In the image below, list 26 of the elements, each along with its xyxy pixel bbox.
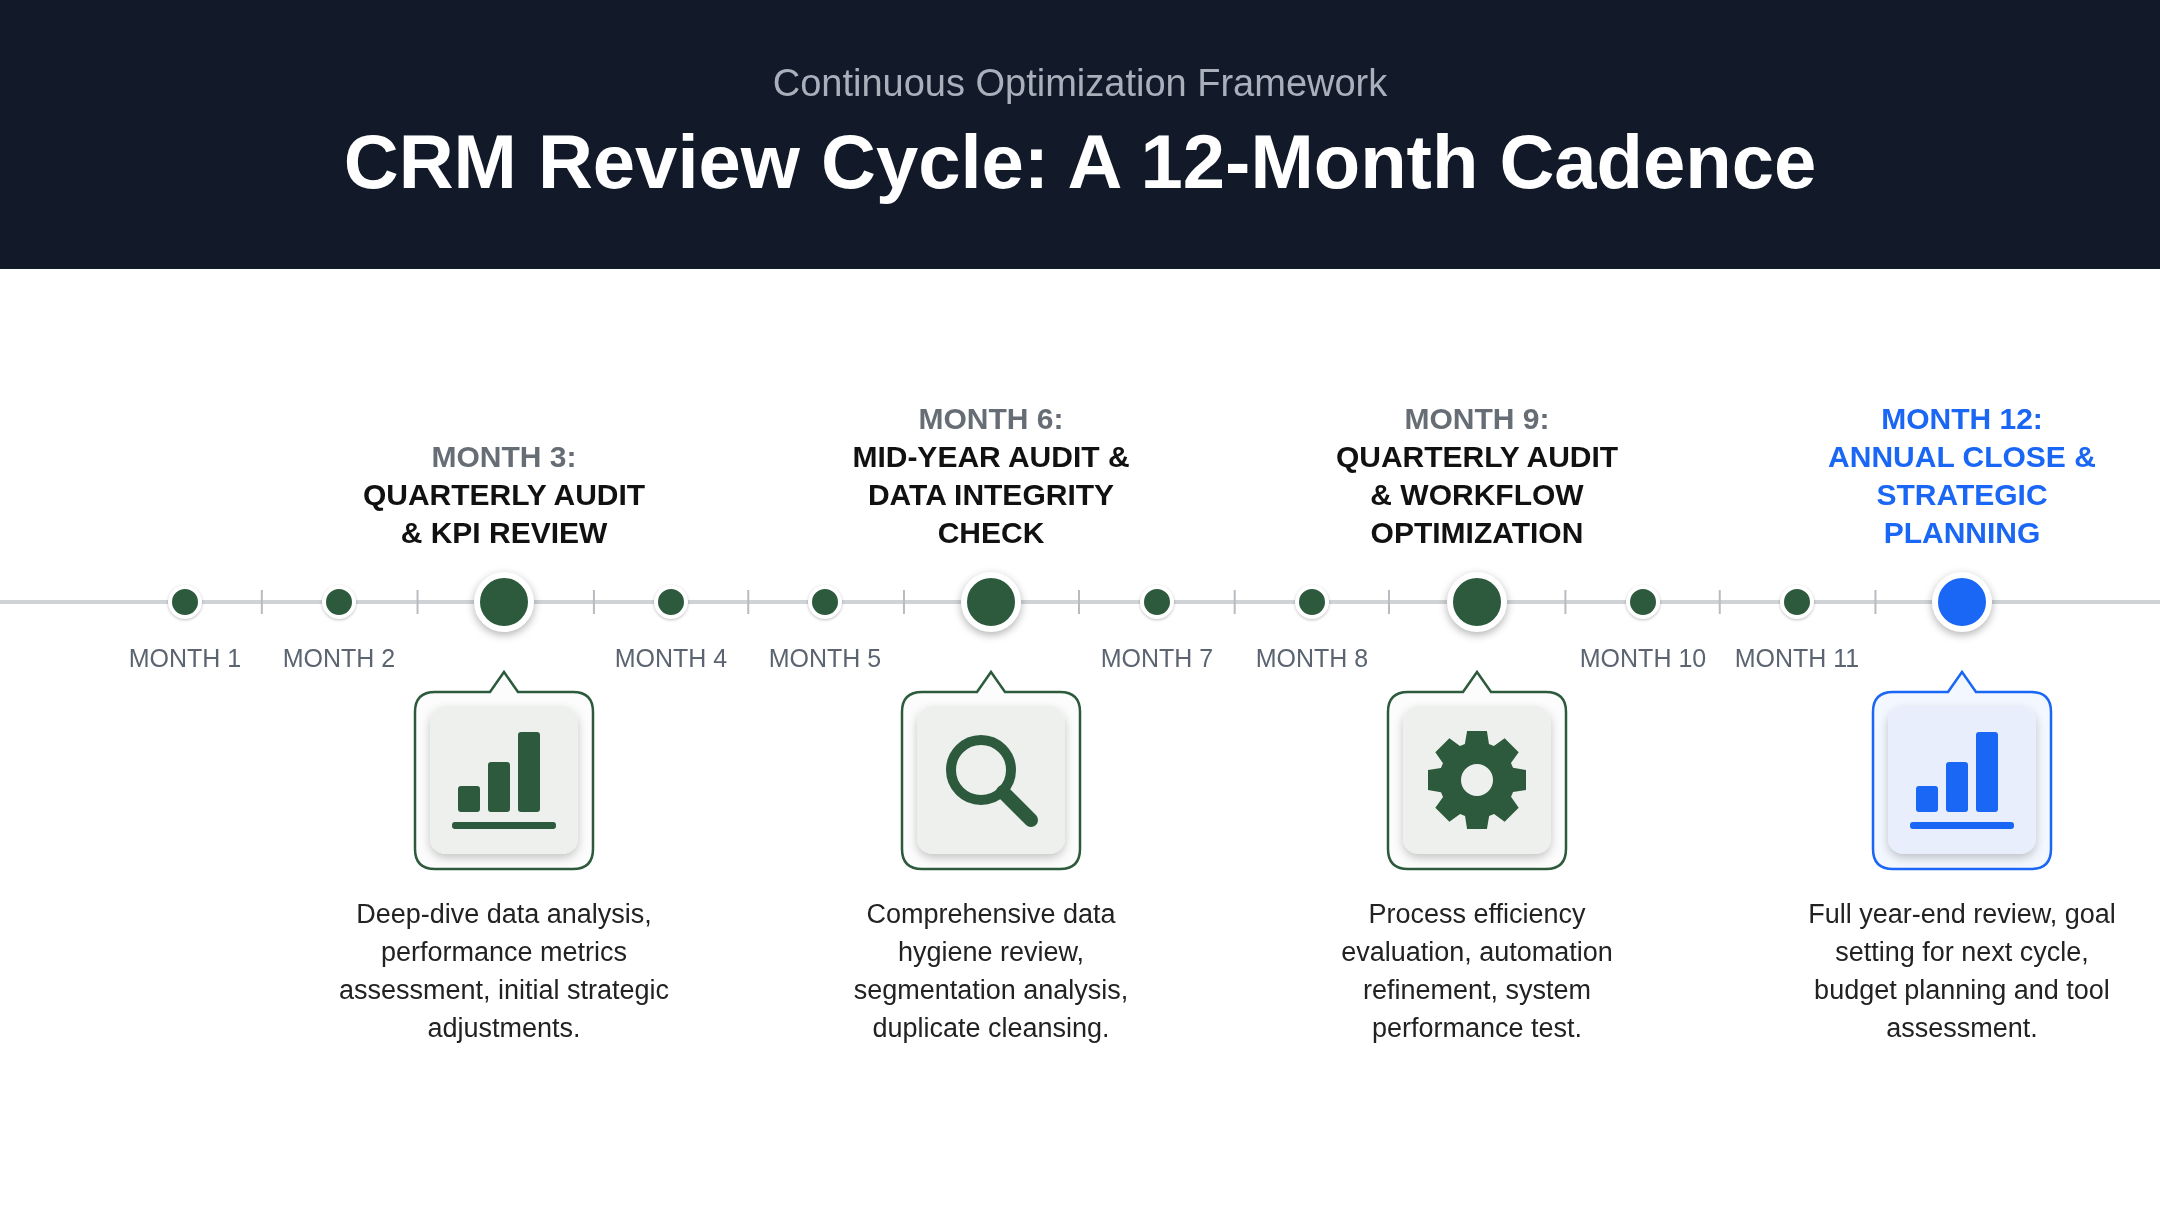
month-label: MONTH 7 — [1100, 644, 1214, 672]
month-label: MONTH 4 — [614, 644, 728, 672]
milestone-description: Process efficiency evaluation, automation refinement, system performance test. — [1341, 899, 1613, 1043]
icon-card — [901, 670, 1081, 870]
icon-card — [1387, 670, 1567, 870]
title: CRM Review Cycle: A 12-Month Cadence — [343, 119, 1817, 204]
milestone-title: ANNUAL CLOSE & STRATEGIC PLANNING — [1828, 440, 2096, 549]
month-label: MONTH 1 — [128, 644, 242, 672]
milestone-title: QUARTERLY AUDIT & KPI REVIEW — [362, 478, 646, 549]
milestone-month: MONTH 9: — [1404, 402, 1550, 435]
milestone-month: MONTH 3: — [431, 440, 577, 473]
milestone-title: QUARTERLY AUDIT & WORKFLOW OPTIMIZATION — [1335, 440, 1619, 549]
milestone-month: MONTH 6: — [918, 402, 1064, 435]
icon-card — [414, 670, 594, 870]
month-label: MONTH 2 — [282, 644, 396, 672]
subtitle: Continuous Optimization Framework — [772, 62, 1388, 104]
milestone-month: MONTH 12: — [1881, 402, 2043, 435]
month-label: MONTH 11 — [1734, 644, 1860, 672]
month-label: MONTH 10 — [1579, 644, 1707, 672]
month-label: MONTH 5 — [768, 644, 882, 672]
milestone-description: Comprehensive data hygiene review, segmentation analysis, duplicate cleansing. — [853, 899, 1129, 1043]
milestone-title: MID-YEAR AUDIT & DATA INTEGRITY CHECK — [852, 440, 1130, 549]
milestone-description: Full year-end review, goal setting for next cycle, budget planning and tool assessment. — [1808, 899, 2116, 1043]
month-label: MONTH 8 — [1255, 644, 1369, 672]
icon-card — [1872, 670, 2052, 870]
milestone-description: Deep-dive data analysis, performance metrics assessment, initial strategic adjustments. — [338, 899, 670, 1043]
